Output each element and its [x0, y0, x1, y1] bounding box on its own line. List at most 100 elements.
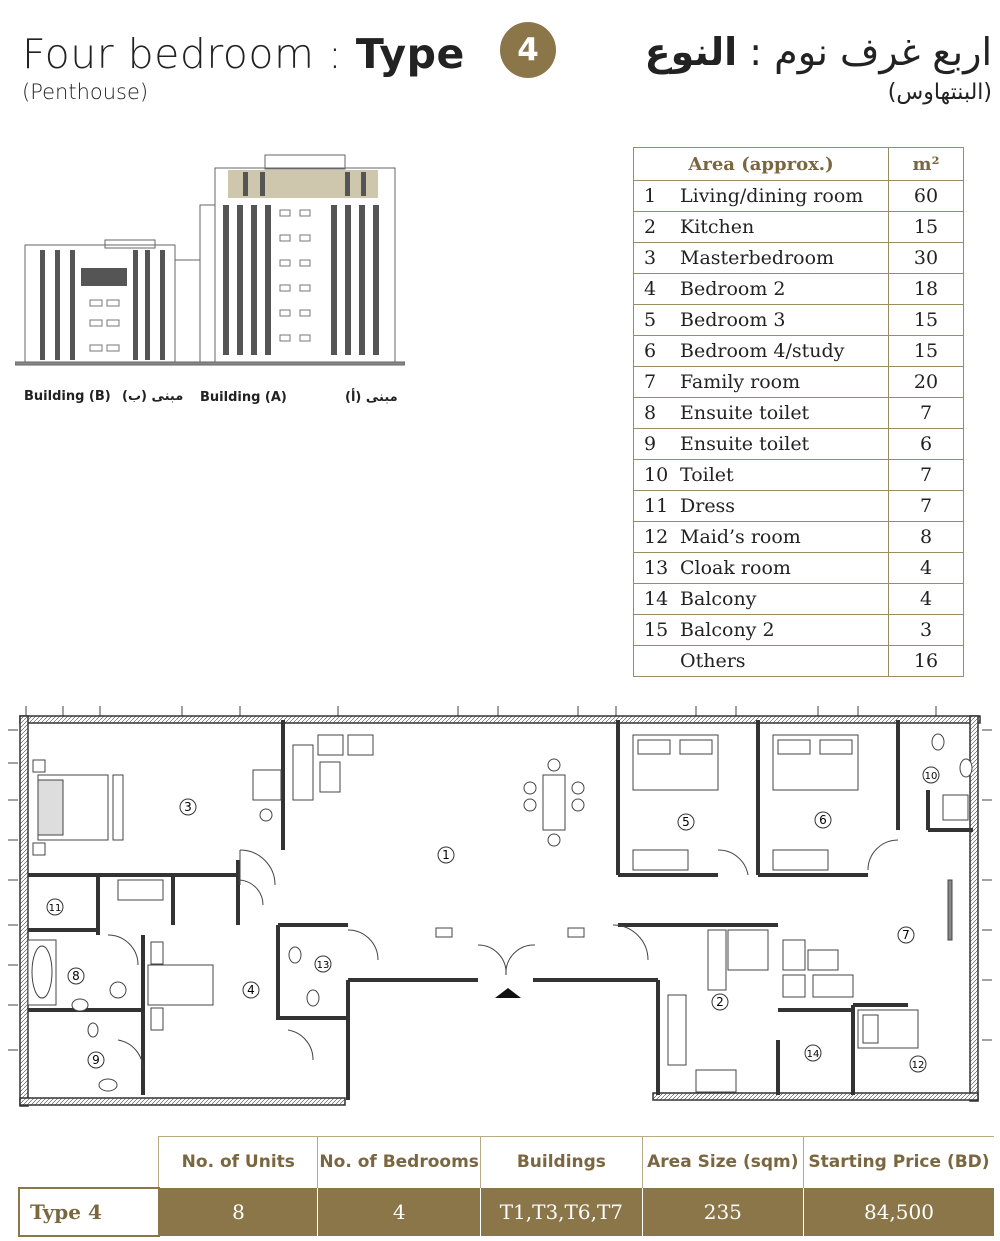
area-row-value: 15: [888, 211, 964, 243]
area-row-value: 30: [888, 242, 964, 274]
area-row-name: Others: [680, 650, 746, 672]
room-label-number: 8: [72, 969, 80, 983]
area-row-value: 3: [888, 614, 964, 646]
room-label-circle: [814, 811, 832, 829]
summary-header-cell: Starting Price (BD): [802, 1136, 994, 1188]
room-label-circle: [314, 955, 332, 973]
room-label-circle: [711, 993, 729, 1011]
area-row-value: 4: [888, 552, 964, 584]
area-row-value: 20: [888, 366, 964, 398]
page-title: Four bedroom : Type: [22, 30, 465, 78]
area-row-number: 15: [644, 619, 669, 641]
area-row-name: Bedroom 4/study: [680, 340, 845, 362]
area-row-room: 5 Bedroom 3: [633, 304, 889, 336]
area-row-number: 3: [644, 247, 657, 269]
room-label-circle: [179, 798, 197, 816]
room-label-number: 5: [682, 815, 690, 829]
room-label-number: 4: [247, 983, 255, 997]
area-row-number: 5: [644, 309, 657, 331]
area-row-name: Bedroom 3: [680, 309, 786, 331]
building-a-arabic-label: مبنى (أ): [345, 390, 398, 405]
room-label-number: 14: [807, 1049, 820, 1060]
summary-value-cell: 8: [158, 1187, 318, 1236]
area-row-number: 12: [644, 526, 669, 548]
area-row-name: Ensuite toilet: [680, 433, 810, 455]
area-row-value: 15: [888, 304, 964, 336]
room-label-circle: [67, 967, 85, 985]
area-row-name: Bedroom 2: [680, 278, 786, 300]
area-row-name: Kitchen: [680, 216, 755, 238]
area-row-name: Living/dining room: [680, 185, 864, 207]
room-label-circle: [242, 981, 260, 999]
room-label-number: 1: [442, 848, 450, 862]
summary-value-cell: 235: [641, 1187, 804, 1236]
room-label-number: 9: [92, 1053, 100, 1067]
area-row-name: Family room: [680, 371, 801, 393]
room-label-circle: [87, 1051, 105, 1069]
area-row-room: 2 Kitchen: [633, 211, 889, 243]
room-label-number: 10: [925, 771, 938, 782]
summary-header-cell: Buildings: [480, 1136, 643, 1188]
entrance-arrow-icon: [495, 988, 521, 998]
area-row-value: 60: [888, 180, 964, 212]
room-label-number: 12: [912, 1060, 925, 1071]
area-row-value: 18: [888, 273, 964, 305]
room-label-circle: [437, 846, 455, 864]
page-title-arabic: اربع غرف نوم : النوع: [645, 30, 992, 74]
area-row: 5 Bedroom 3 15: [633, 304, 964, 336]
title-text: Four bedroom :: [22, 30, 356, 78]
summary-value-cell: 4: [317, 1187, 481, 1236]
area-row-number: 4: [644, 278, 657, 300]
area-row: 4 Bedroom 2 18: [633, 273, 964, 305]
page-subtitle-arabic: (البنتهاوس): [887, 80, 992, 105]
area-row-value: 6: [888, 428, 964, 460]
area-row-room: 3 Masterbedroom: [633, 242, 889, 274]
area-row-number: 2: [644, 216, 657, 238]
summary-header-cell: Area Size (sqm): [641, 1136, 804, 1188]
building-b-label: Building (B): [24, 389, 111, 404]
area-row-name: Toilet: [680, 464, 734, 486]
area-table-header: Area (approx.) m²: [633, 147, 964, 181]
furniture: [27, 733, 973, 1093]
area-row-name: Cloak room: [680, 557, 791, 579]
area-row-value: 8: [888, 521, 964, 553]
summary-value-cell: T1,T3,T6,T7: [480, 1187, 643, 1236]
summary-header-blank: [19, 1137, 159, 1188]
room-label-circle: [677, 813, 695, 831]
room-label-number: 2: [716, 995, 724, 1009]
type-number-badge: 4: [500, 22, 556, 78]
area-row: Others 16: [633, 645, 964, 677]
title-arabic-bold: النوع: [644, 30, 738, 74]
area-row-value: 16: [888, 645, 964, 677]
outer-walls: [19, 715, 981, 1107]
room-label-number: 6: [819, 813, 827, 827]
room-label-number: 3: [184, 800, 192, 814]
area-row-name: Masterbedroom: [680, 247, 835, 269]
unit-header: m²: [888, 147, 964, 181]
area-row-name: Dress: [680, 495, 736, 517]
area-row-name: Ensuite toilet: [680, 402, 810, 424]
area-row-name: Balcony 2: [680, 619, 775, 641]
area-row-value: 7: [888, 397, 964, 429]
area-header: Area (approx.): [633, 147, 889, 181]
building-elevation-drawing: [15, 154, 405, 366]
summary-header-cell: No. of Units: [158, 1136, 318, 1188]
room-label-circle: [909, 1055, 927, 1073]
